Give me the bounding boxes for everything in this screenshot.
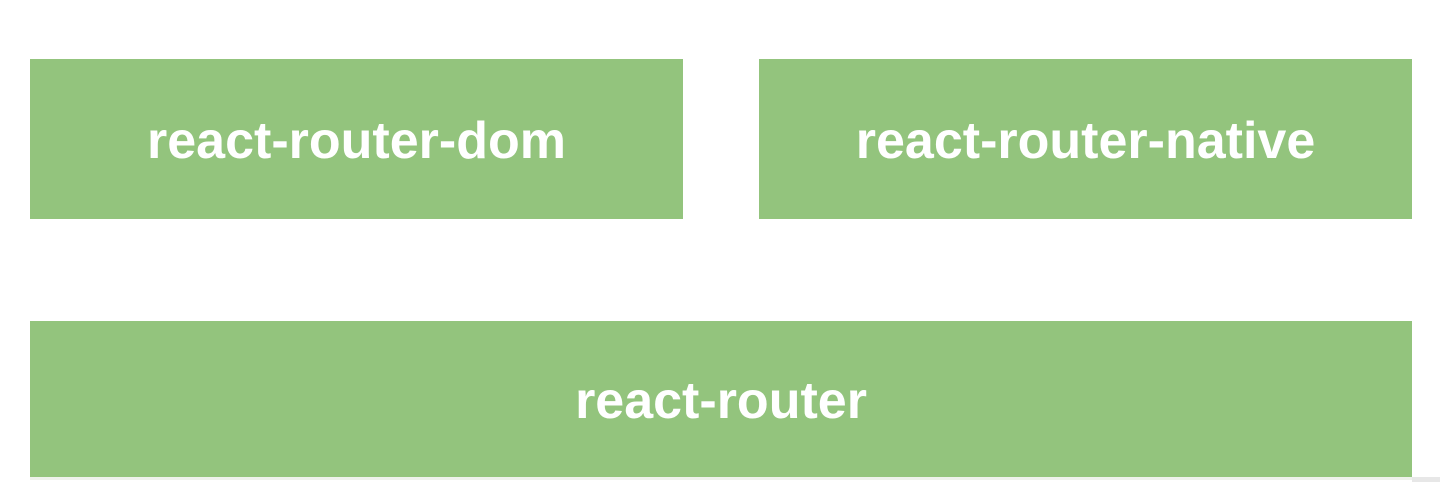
- box-react-router: react-router: [30, 321, 1412, 477]
- bottom-edge-line: [30, 477, 1412, 480]
- box-react-router-dom: react-router-dom: [30, 59, 683, 219]
- box-label-react-router-native: react-router-native: [855, 112, 1316, 170]
- bottom-right-edge-artifact: [1412, 477, 1440, 482]
- box-label-react-router: react-router: [575, 372, 867, 430]
- box-react-router-native: react-router-native: [759, 59, 1412, 219]
- box-label-react-router-dom: react-router-dom: [147, 112, 566, 170]
